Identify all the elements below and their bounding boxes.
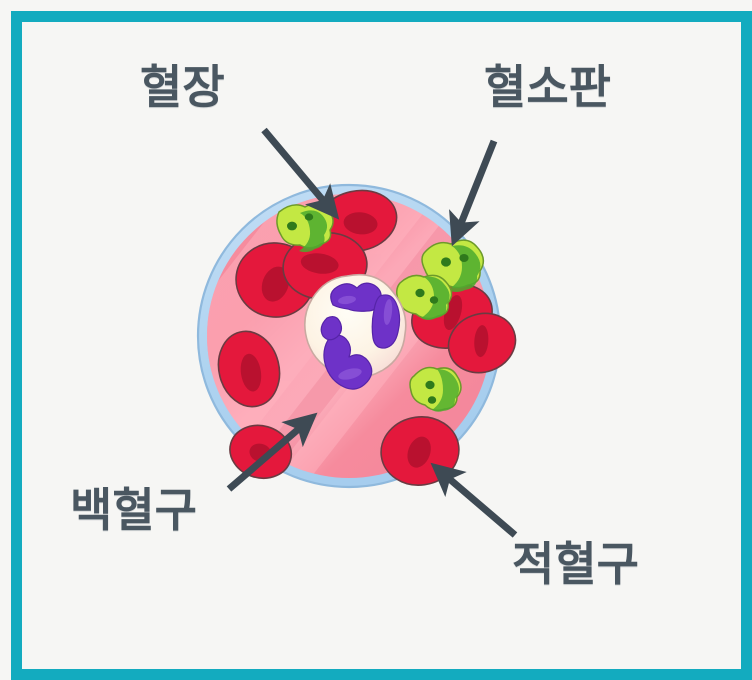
label-red-blood-cell: 적혈구 bbox=[512, 538, 639, 590]
annotation-arrows bbox=[226, 127, 518, 538]
arrow-platelet bbox=[449, 139, 498, 247]
arrow-white-blood-cell bbox=[226, 412, 318, 492]
wbc-nucleus-highlight bbox=[338, 295, 393, 380]
red-blood-cell bbox=[447, 312, 517, 374]
platelet-group bbox=[276, 203, 485, 412]
white-blood-cell bbox=[304, 273, 407, 390]
label-white-blood-cell: 백혈구 bbox=[70, 484, 197, 536]
red-blood-cell bbox=[217, 330, 281, 408]
arrow-red-blood-cell bbox=[430, 462, 518, 538]
teal-border-frame bbox=[11, 11, 752, 680]
platelet bbox=[396, 274, 453, 320]
label-platelet: 혈소판 bbox=[484, 61, 611, 113]
platelet bbox=[409, 366, 462, 412]
arrow-plasma bbox=[261, 127, 340, 220]
blood-sample-circle bbox=[196, 183, 517, 489]
red-blood-cell bbox=[229, 424, 293, 480]
wbc-nucleus bbox=[320, 282, 401, 390]
label-plasma: 혈장 bbox=[140, 61, 225, 113]
